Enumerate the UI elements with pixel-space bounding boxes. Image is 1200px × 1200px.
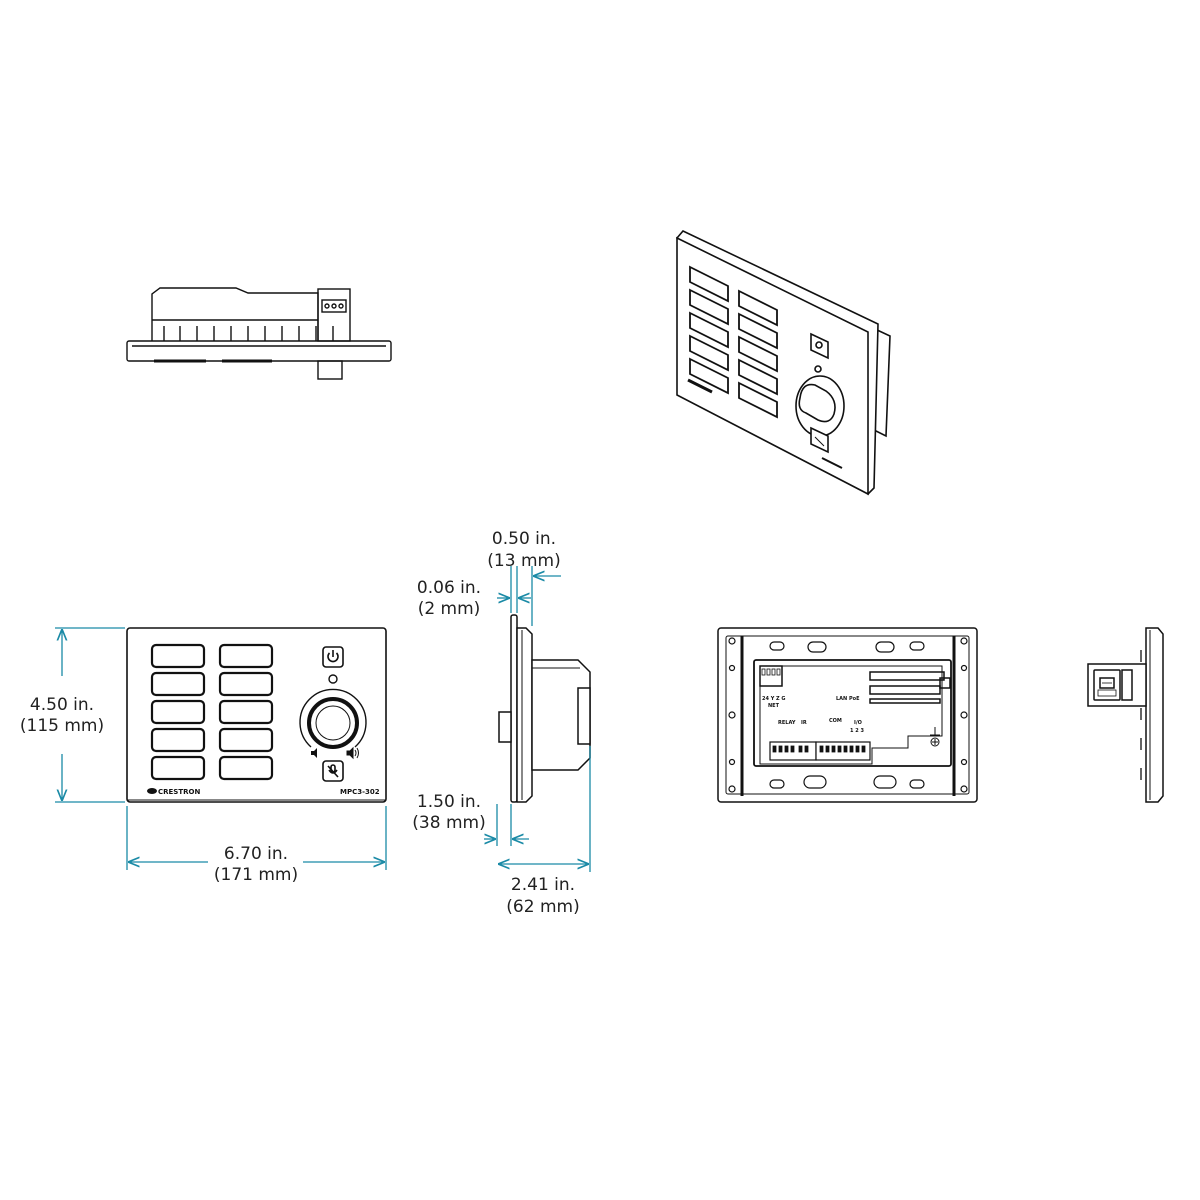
- rear-io-label: I/O: [854, 720, 862, 726]
- rear-net-pins: 24 Y Z G: [762, 696, 786, 702]
- top-view: [126, 287, 392, 380]
- front-button-grid: [150, 643, 274, 781]
- depth-behind-inches: 1.50 in.: [417, 792, 481, 812]
- width-inches: 6.70 in.: [224, 844, 288, 864]
- button-7: [218, 671, 274, 697]
- mute-icon: [322, 760, 344, 782]
- power-icon: [322, 646, 344, 668]
- rear-terminal-blocks: [769, 741, 871, 761]
- width-mm: (171 mm): [214, 865, 298, 885]
- bezel-inches: 0.50 in.: [492, 529, 556, 549]
- front-view: CRESTRON MPC3-302: [126, 627, 387, 803]
- crestron-logo: CRESTRON: [147, 788, 200, 796]
- rear-view: 24 Y Z G NET LAN PoE RELAY IR COM I/O 1 …: [717, 627, 978, 803]
- rear-com-label: COM: [829, 718, 842, 724]
- volume-knob: [299, 688, 367, 749]
- dimension-lines: [55, 566, 591, 872]
- bezel-mm: (13 mm): [487, 551, 560, 571]
- faceplate-mm: (2 mm): [418, 599, 481, 619]
- isometric-view: [675, 230, 891, 496]
- faceplate-inches: 0.06 in.: [417, 578, 481, 598]
- height-mm: (115 mm): [20, 716, 104, 736]
- rear-lan-label: LAN PoE: [836, 696, 860, 702]
- button-8: [218, 699, 274, 725]
- iso-power-button: [810, 332, 829, 360]
- rear-ir-label: IR: [801, 720, 807, 726]
- button-3: [150, 699, 206, 725]
- total-depth-mm: (62 mm): [506, 897, 579, 917]
- iso-buttons: [689, 265, 778, 419]
- rear-mounting-holes: [728, 637, 968, 793]
- height-inches: 4.50 in.: [30, 695, 94, 715]
- right-side-view: [1087, 627, 1164, 803]
- rear-io-pins: 1 2 3: [850, 728, 864, 734]
- button-9: [218, 727, 274, 753]
- top-view-pins: [163, 326, 334, 341]
- depth-behind-mm: (38 mm): [412, 813, 485, 833]
- rear-net-label: NET: [768, 703, 780, 709]
- ground-icon: [930, 727, 940, 747]
- side-view: [498, 614, 591, 803]
- model-label: MPC3-302: [340, 788, 380, 796]
- button-10: [218, 755, 274, 781]
- rear-relay-label: RELAY: [778, 720, 796, 726]
- volume-up-icon: [346, 746, 359, 760]
- dimension-labels: 4.50 in. (115 mm) 6.70 in. (171 mm) 0.06…: [20, 529, 580, 917]
- button-1: [150, 643, 206, 669]
- status-led: [328, 674, 338, 684]
- button-2: [150, 671, 206, 697]
- svg-text:CRESTRON: CRESTRON: [158, 788, 200, 796]
- button-4: [150, 727, 206, 753]
- volume-down-icon: [311, 748, 317, 758]
- button-5: [150, 755, 206, 781]
- total-depth-inches: 2.41 in.: [511, 875, 575, 895]
- button-6: [218, 643, 274, 669]
